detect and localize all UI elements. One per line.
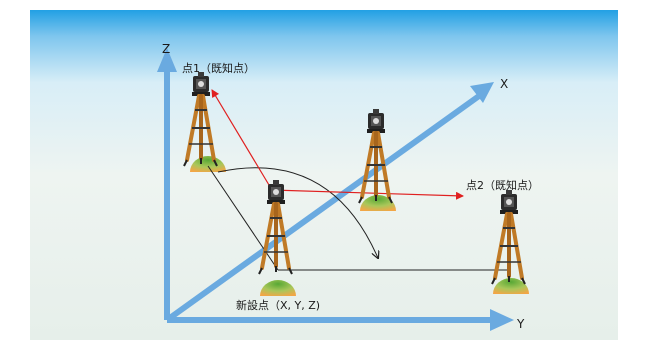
y-axis-label: Y bbox=[516, 317, 525, 331]
new-point-label: 新設点（X, Y, Z) bbox=[236, 298, 320, 312]
z-axis bbox=[157, 48, 177, 320]
known-point-2-label: 点2（既知点） bbox=[466, 178, 539, 192]
y-axis bbox=[167, 309, 514, 331]
sight-lines bbox=[211, 89, 464, 200]
x-axis-label: X bbox=[500, 77, 508, 91]
known-point-1-label: 点1（既知点） bbox=[182, 61, 255, 75]
z-axis-label: Z bbox=[162, 42, 170, 56]
background bbox=[30, 10, 618, 340]
x-axis bbox=[165, 82, 494, 323]
